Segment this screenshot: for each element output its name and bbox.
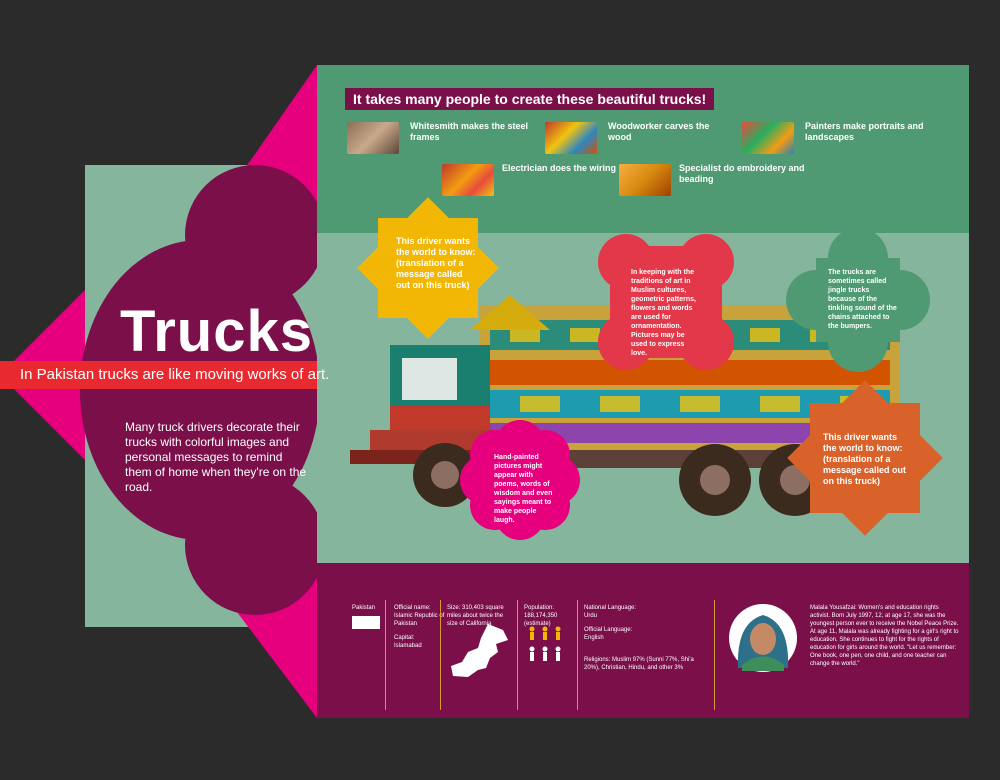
capital-value: Islamabad xyxy=(394,643,422,649)
capital-label: Capital: xyxy=(394,635,415,641)
size-text: Size: 310,403 square miles about twice t… xyxy=(447,605,504,627)
population-label: Population: xyxy=(524,605,555,611)
green-flower-callout xyxy=(786,228,930,372)
woodworker-photo xyxy=(545,122,597,154)
facts-band xyxy=(317,563,969,718)
population-people-icons xyxy=(529,626,561,661)
role-label: Whitesmith makes the steel frames xyxy=(410,121,529,142)
specialist-photo xyxy=(619,164,671,196)
pink-callout-text: Hand-painted pictures might appear with … xyxy=(494,454,553,524)
whitesmith-photo xyxy=(347,122,399,154)
orange-star-callout xyxy=(787,380,943,536)
divider xyxy=(440,600,441,710)
role-label: Painters make portraits and landscapes xyxy=(805,121,924,142)
painter-photo xyxy=(742,122,794,154)
poster-subtitle: In Pakistan trucks are like moving works… xyxy=(20,366,330,383)
divider xyxy=(714,600,715,710)
official-name-value: Islamic Republic of Pakistan xyxy=(394,613,445,627)
religions-text: Religions: Muslim 97% (Sunni 77%, Shi'a … xyxy=(584,657,694,671)
population-value: 188,174,350 (estimate) xyxy=(524,613,558,627)
language-block: National Language: Urdu Official Languag… xyxy=(584,604,704,672)
country-label: Pakistan xyxy=(352,605,376,611)
role-label: Woodworker carves the wood xyxy=(608,121,710,142)
electrician-photo xyxy=(442,164,494,196)
national-language-label: National Language: xyxy=(584,605,637,611)
flower-center xyxy=(80,240,320,540)
flag-icon xyxy=(352,616,380,629)
role-label: Electrician does the wiring xyxy=(502,163,617,173)
creators-header: It takes many people to create these bea… xyxy=(345,88,715,110)
official-language-value: English xyxy=(584,635,604,641)
official-name-label: Official name: xyxy=(394,605,431,611)
yellow-star-callout xyxy=(357,197,499,339)
yellow-callout-text: This driver wants the world to know: (tr… xyxy=(396,236,476,290)
official-name-block: Official name: Islamic Republic of Pakis… xyxy=(394,604,449,650)
green-callout-text: The trucks are sometimes called jingle t… xyxy=(828,269,897,330)
divider xyxy=(517,600,518,710)
official-language-label: Official Language: xyxy=(584,627,633,633)
national-language-value: Urdu xyxy=(584,613,598,619)
malala-quote: Malala Yousafzai: Women's and education … xyxy=(810,605,959,667)
role-label: Specialist do embroidery and beading xyxy=(679,163,805,184)
population-block: Population: 188,174,350 (estimate) xyxy=(524,604,572,628)
orange-callout-text: This driver wants the world to know: (tr… xyxy=(823,432,907,486)
red-callout-text: In keeping with the traditions of art in… xyxy=(631,269,696,357)
pink-flower-callout xyxy=(460,420,580,540)
pakistan-map-icon xyxy=(451,624,508,677)
subtitle-band xyxy=(0,361,317,389)
poster-title: Trucks xyxy=(120,299,313,364)
red-flower-callout xyxy=(598,234,734,370)
poster-description: Many truck drivers decorate their trucks… xyxy=(125,420,307,494)
malala-portrait xyxy=(729,604,797,672)
divider xyxy=(385,600,386,710)
divider xyxy=(577,600,578,710)
